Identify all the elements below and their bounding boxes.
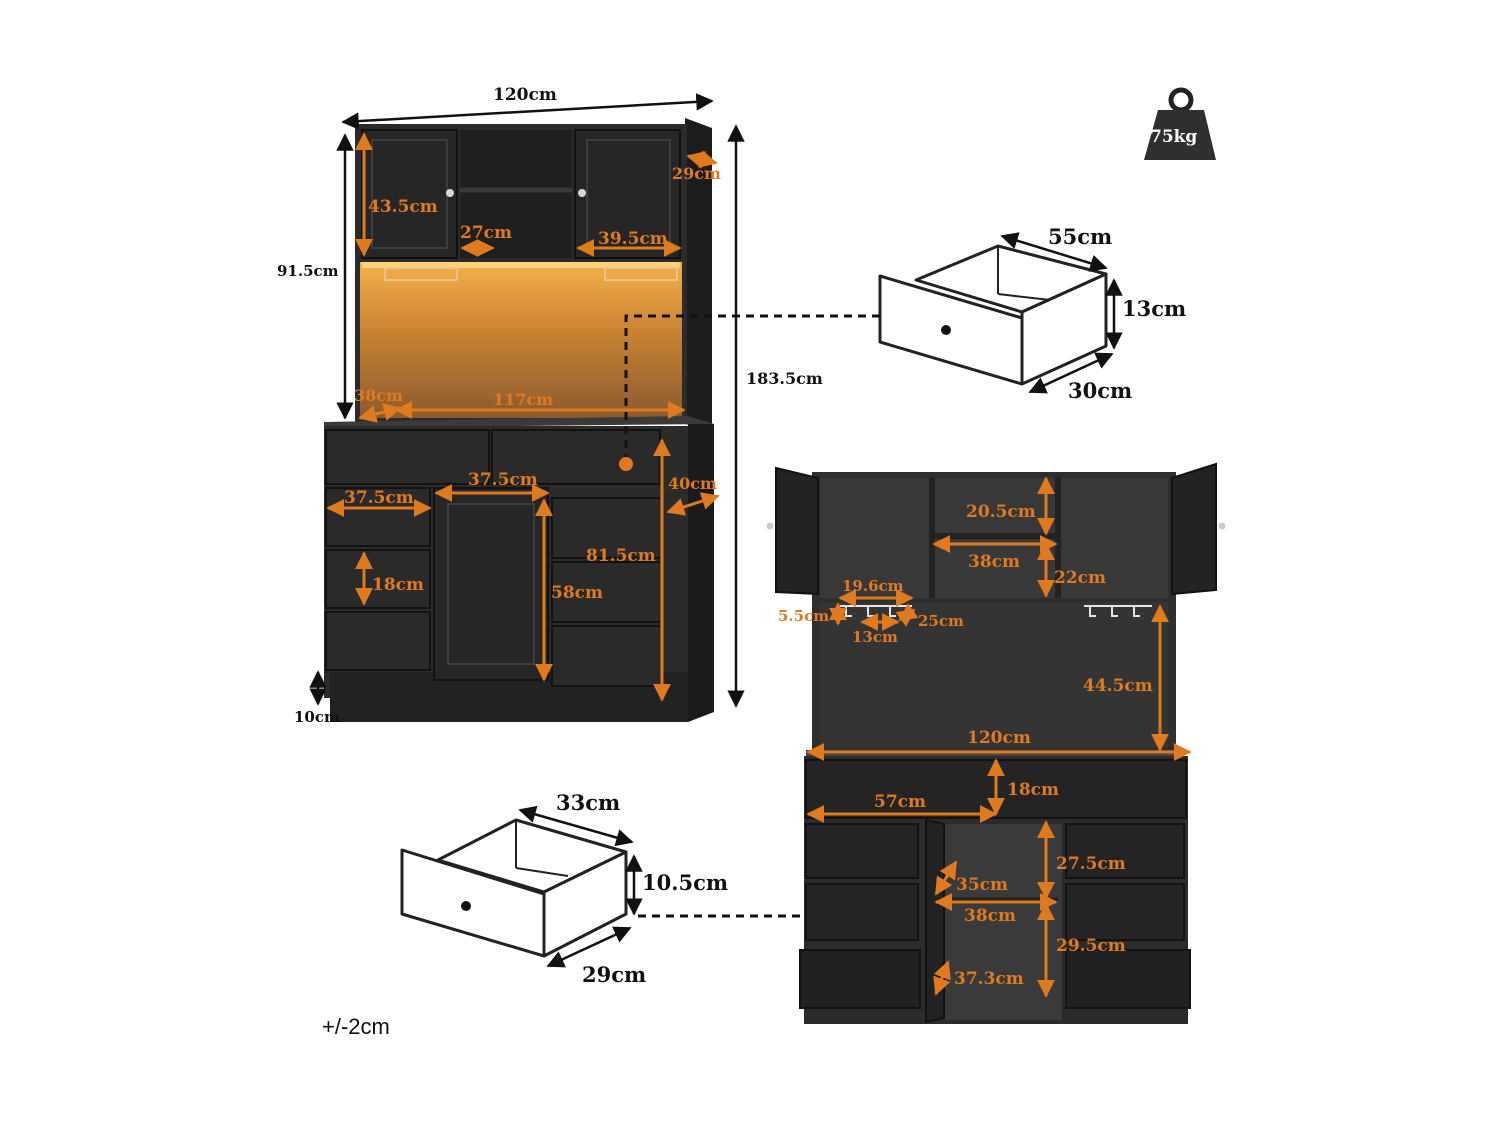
right-door-knob bbox=[578, 189, 586, 197]
cabinet-lower-height-label: 37.3cm bbox=[954, 969, 1024, 989]
small-drawer-width-label: 33cm bbox=[556, 790, 620, 815]
counter-depth-label: 38cm bbox=[354, 386, 403, 405]
large-drawer-depth-label: 30cm bbox=[1068, 378, 1132, 403]
large-drawer-width-label: 55cm bbox=[1048, 224, 1112, 249]
door-area-height-label: 58cm bbox=[551, 583, 603, 603]
hutch-open-height-label: 44.5cm bbox=[1083, 676, 1153, 696]
depth-top-label: 29cm bbox=[672, 164, 721, 183]
front-orange-dimensions bbox=[326, 132, 720, 702]
small-drawer-width-label: 37.5cm bbox=[344, 488, 414, 508]
cabinet-width-label: 38cm bbox=[964, 906, 1016, 926]
small-drawer-knob bbox=[461, 901, 471, 911]
small-drawer-depth-label: 29cm bbox=[582, 962, 646, 987]
door-height-label: 43.5cm bbox=[368, 197, 438, 217]
top-drawer-width-label: 37.5cm bbox=[468, 470, 538, 490]
cubby-width-label: 27cm bbox=[460, 223, 512, 243]
weight-label: 75kg bbox=[1150, 127, 1197, 147]
top-drawer-height-label: 18cm bbox=[1007, 780, 1059, 800]
plinth-height-label: 10cm bbox=[294, 708, 340, 726]
large-drawer-knob bbox=[941, 325, 951, 335]
center-cubby bbox=[460, 130, 572, 258]
base-side bbox=[688, 424, 714, 722]
front-width-label: 120cm bbox=[493, 85, 557, 105]
open-hutch-lower bbox=[820, 602, 1168, 748]
open-center-door bbox=[925, 818, 945, 1024]
counter-depth-arrow bbox=[358, 403, 402, 423]
counter-width-label: 117cm bbox=[493, 390, 553, 409]
open-right-drawer-3 bbox=[1065, 949, 1191, 1009]
front-dark-dimensions bbox=[309, 93, 745, 708]
led-strip bbox=[362, 262, 680, 268]
base-depth-label: 40cm bbox=[668, 474, 717, 493]
top-drawer-left bbox=[325, 429, 490, 485]
cabinet-depth-label: 35cm bbox=[956, 875, 1008, 895]
open-left-door bbox=[775, 466, 819, 596]
right-door-width-label: 39.5cm bbox=[598, 229, 668, 249]
total-height-label: 183.5cm bbox=[746, 369, 823, 388]
drawer-height-label: 18cm bbox=[372, 575, 424, 595]
open-left-drawer-2 bbox=[805, 883, 919, 941]
large-drawer-marker bbox=[619, 457, 633, 471]
right-upper-door bbox=[574, 129, 681, 259]
rack-height-label: 5.5cm bbox=[778, 607, 829, 625]
side-drawer-height-2-label: 29.5cm bbox=[1056, 936, 1126, 956]
counter-top bbox=[324, 416, 714, 428]
left-drawer-1 bbox=[325, 487, 431, 547]
front-cabinet bbox=[324, 118, 714, 722]
large-drawer-dims bbox=[1000, 232, 1123, 394]
left-drawer-2 bbox=[325, 549, 431, 609]
hutch-side bbox=[685, 118, 712, 430]
lit-open-shelf bbox=[360, 262, 682, 418]
shelf-height-lower-label: 22cm bbox=[1054, 568, 1106, 588]
open-right-drawer-2 bbox=[1065, 883, 1185, 941]
small-drawer-height-label: 10.5cm bbox=[642, 870, 728, 895]
base-depth-arrow bbox=[666, 492, 720, 516]
left-upper-door bbox=[361, 129, 458, 259]
right-drawer-3 bbox=[551, 625, 663, 687]
open-left-drawer-1 bbox=[805, 823, 919, 879]
glass-rack-left bbox=[384, 267, 458, 281]
small-drawer-dims bbox=[518, 805, 643, 968]
glass-rack-right bbox=[604, 267, 678, 281]
rack-width-label: 19.6cm bbox=[842, 577, 904, 595]
open-left-drawer-3 bbox=[799, 949, 921, 1009]
shelf-height-upper-label: 20.5cm bbox=[966, 502, 1036, 522]
rack-depth-label: 25cm bbox=[918, 612, 964, 630]
top-drawer-width-open-label: 57cm bbox=[874, 792, 926, 812]
shelf-width-label: 38cm bbox=[968, 552, 1020, 572]
side-drawer-height-1-label: 27.5cm bbox=[1056, 854, 1126, 874]
width-arrow bbox=[341, 93, 714, 130]
hutch-height-label: 91.5cm bbox=[277, 262, 339, 280]
center-base-door bbox=[433, 487, 549, 681]
small-drawer-front bbox=[400, 848, 546, 958]
large-drawer-height-label: 13cm bbox=[1122, 296, 1186, 321]
center-door-panel bbox=[447, 503, 535, 665]
large-drawer-connector bbox=[624, 314, 880, 462]
open-width-label: 120cm bbox=[967, 728, 1031, 748]
left-door-knob bbox=[446, 189, 454, 197]
open-right-drawer-1 bbox=[1065, 823, 1185, 879]
open-orange-dimensions bbox=[806, 476, 1192, 998]
base-height-label: 81.5cm bbox=[586, 546, 656, 566]
rack-slot-label: 13cm bbox=[852, 628, 898, 646]
small-drawer bbox=[400, 818, 628, 958]
large-drawer bbox=[878, 244, 1108, 386]
weight-icon: 75kg bbox=[1144, 87, 1216, 160]
tolerance-note: +/-2cm bbox=[322, 1014, 390, 1039]
top-drawer-right bbox=[491, 429, 661, 485]
depth-top-arrow bbox=[686, 150, 718, 169]
right-drawer-2 bbox=[551, 561, 663, 623]
left-drawer-3 bbox=[325, 611, 431, 671]
open-right-door bbox=[1171, 462, 1217, 596]
